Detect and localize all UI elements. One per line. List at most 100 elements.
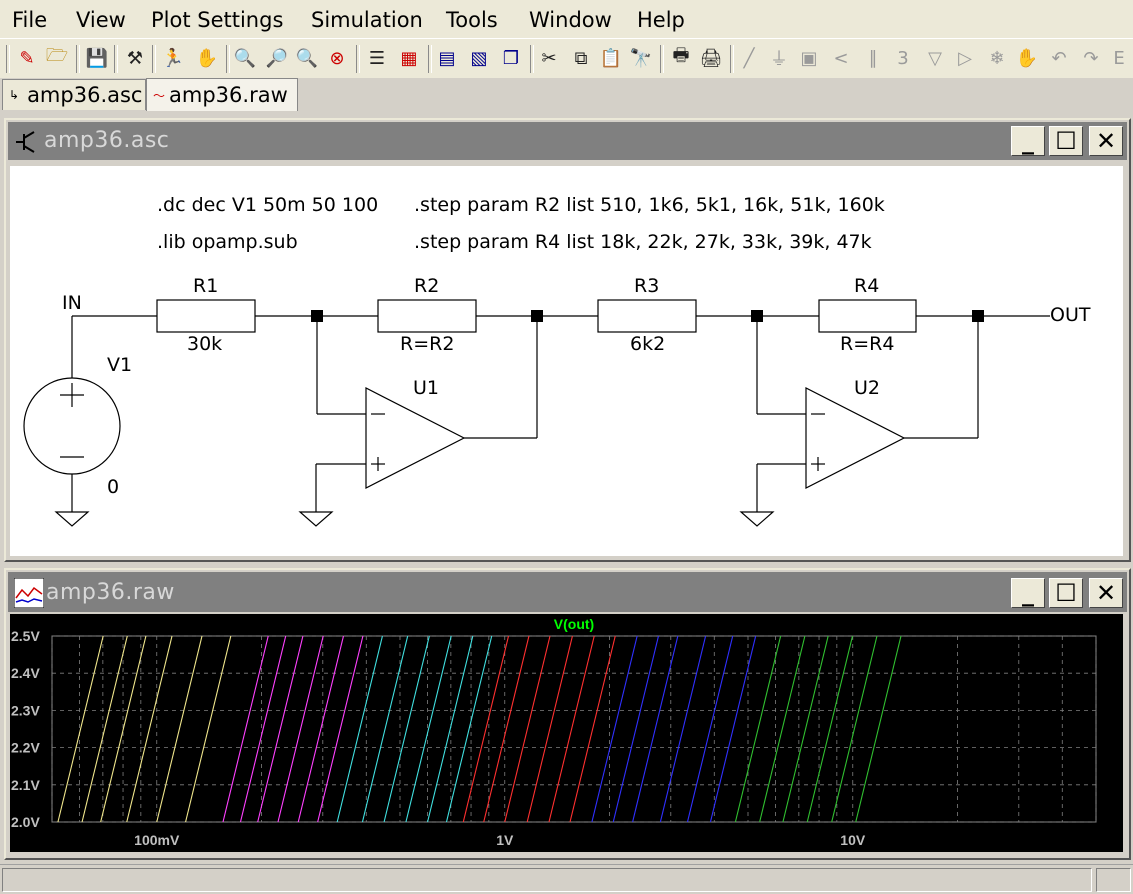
series-trace-16[interactable]: [405, 635, 452, 823]
draw-wire-icon[interactable]: ╱: [743, 47, 755, 69]
find-icon[interactable]: 🔭: [629, 47, 653, 69]
series-trace-7[interactable]: [222, 635, 269, 823]
control-panel-icon[interactable]: ⚒: [126, 47, 144, 69]
series-trace-15[interactable]: [383, 635, 430, 823]
series-trace-14[interactable]: [361, 635, 409, 823]
menu-simulation[interactable]: Simulation: [311, 8, 423, 32]
series-trace-32[interactable]: [759, 635, 806, 823]
menu-window[interactable]: Window: [529, 8, 612, 32]
tab-schematic[interactable]: ↳ amp36.asc: [2, 79, 146, 110]
series-trace-2[interactable]: [81, 635, 128, 823]
r4-name[interactable]: R4: [854, 275, 880, 297]
label-net-icon[interactable]: ▣: [800, 47, 818, 69]
u1-name[interactable]: U1: [413, 377, 439, 399]
save-icon[interactable]: 💾: [85, 47, 109, 69]
redo-icon[interactable]: ↷: [1083, 47, 1099, 69]
new-schematic-icon[interactable]: ✎: [19, 47, 35, 69]
undo-icon[interactable]: ↶: [1051, 47, 1067, 69]
paste-icon[interactable]: 📋: [599, 47, 623, 69]
menu-file[interactable]: File: [12, 8, 48, 32]
r2-name[interactable]: R2: [414, 275, 440, 297]
resistor-icon[interactable]: <: [833, 47, 849, 69]
v1-name[interactable]: V1: [107, 354, 133, 376]
cascade-icon[interactable]: ❐: [502, 47, 520, 69]
series-trace-33[interactable]: [782, 635, 829, 823]
r3-name[interactable]: R3: [634, 275, 660, 297]
series-trace-27[interactable]: [632, 635, 679, 823]
menu-plot-settings[interactable]: Plot Settings: [151, 8, 284, 32]
series-trace-28[interactable]: [659, 635, 707, 823]
capacitor-icon[interactable]: ∥: [868, 47, 878, 69]
series-trace-5[interactable]: [156, 635, 203, 823]
series-trace-31[interactable]: [734, 635, 782, 823]
series-trace-22[interactable]: [526, 635, 573, 823]
menu-view[interactable]: View: [76, 8, 126, 32]
series-trace-10[interactable]: [277, 635, 324, 823]
r4-value[interactable]: R=R4: [840, 333, 895, 355]
zoom-out-icon[interactable]: 🔍: [295, 47, 319, 69]
dc-directive[interactable]: .dc dec V1 50m 50 100: [157, 194, 379, 216]
series-trace-17[interactable]: [427, 635, 474, 823]
series-trace-12[interactable]: [317, 635, 364, 823]
series-trace-11[interactable]: [297, 635, 345, 823]
r3-value[interactable]: 6k2: [630, 333, 666, 355]
maximize-button[interactable]: ☐: [1049, 578, 1083, 608]
print-preview-icon[interactable]: 🖨: [699, 47, 723, 69]
series-trace-26[interactable]: [612, 635, 660, 823]
zoom-in-icon[interactable]: 🔍: [233, 47, 257, 69]
series-trace-29[interactable]: [686, 635, 734, 823]
step-r2-directive[interactable]: .step param R2 list 510, 1k6, 5k1, 16k, …: [414, 194, 885, 216]
lib-directive[interactable]: .lib opamp.sub: [157, 231, 298, 253]
series-trace-20[interactable]: [483, 635, 530, 823]
r2-value[interactable]: R=R2: [400, 333, 455, 355]
component-icon[interactable]: ▷: [958, 47, 972, 69]
close-button[interactable]: ✕: [1089, 578, 1123, 608]
step-r4-directive[interactable]: .step param R4 list 18k, 22k, 27k, 33k, …: [414, 231, 872, 253]
net-label-out[interactable]: OUT: [1050, 304, 1091, 326]
series-trace-25[interactable]: [591, 635, 638, 823]
series-trace-8[interactable]: [239, 635, 287, 823]
series-trace-36[interactable]: [855, 635, 902, 823]
series-trace-19[interactable]: [462, 635, 510, 823]
maximize-button[interactable]: ☐: [1049, 126, 1083, 156]
open-folder-icon[interactable]: 🗁: [45, 45, 69, 66]
r1-value[interactable]: 30k: [187, 333, 223, 355]
series-trace-23[interactable]: [548, 635, 595, 823]
autorange-icon[interactable]: ☰: [368, 47, 386, 69]
series-trace-35[interactable]: [831, 635, 878, 823]
series-trace-4[interactable]: [126, 635, 173, 823]
close-button[interactable]: ✕: [1089, 126, 1123, 156]
series-trace-24[interactable]: [569, 635, 616, 823]
cut-icon[interactable]: ✂: [541, 47, 557, 69]
tile-horizontal-icon[interactable]: ▤: [438, 47, 456, 69]
series-trace-1[interactable]: [57, 635, 104, 823]
series-trace-6[interactable]: [185, 635, 232, 823]
v1-value[interactable]: 0: [107, 476, 120, 498]
series-trace-30[interactable]: [709, 635, 757, 823]
inductor-icon[interactable]: 3: [897, 47, 909, 69]
print-icon[interactable]: 🖶: [672, 45, 690, 66]
drag-icon[interactable]: ✋: [1015, 47, 1039, 69]
net-label-in[interactable]: IN: [62, 292, 82, 314]
series-trace-21[interactable]: [504, 635, 551, 823]
ground-icon[interactable]: ⏚: [770, 49, 788, 70]
run-icon[interactable]: 🏃: [161, 47, 185, 69]
schematic-canvas[interactable]: .dc dec V1 50m 50 100 .lib opamp.sub .st…: [10, 166, 1123, 556]
series-trace-13[interactable]: [336, 635, 383, 823]
status-resize-grip[interactable]: [1096, 868, 1131, 892]
text-icon[interactable]: E: [1113, 47, 1125, 69]
move-icon[interactable]: ❄: [989, 47, 1005, 69]
minimize-button[interactable]: _: [1011, 126, 1045, 156]
series-trace-9[interactable]: [257, 635, 304, 823]
minimize-button[interactable]: _: [1011, 578, 1045, 608]
copy-icon[interactable]: ⧉: [574, 47, 588, 69]
zoom-fit-icon[interactable]: ⊗: [329, 47, 345, 69]
menu-tools[interactable]: Tools: [446, 8, 498, 32]
series-trace-3[interactable]: [100, 635, 147, 823]
u2-name[interactable]: U2: [854, 377, 880, 399]
halt-icon[interactable]: ✋: [195, 47, 219, 69]
r1-name[interactable]: R1: [193, 275, 219, 297]
diode-icon[interactable]: ▽: [928, 47, 942, 69]
series-trace-18[interactable]: [445, 635, 493, 823]
